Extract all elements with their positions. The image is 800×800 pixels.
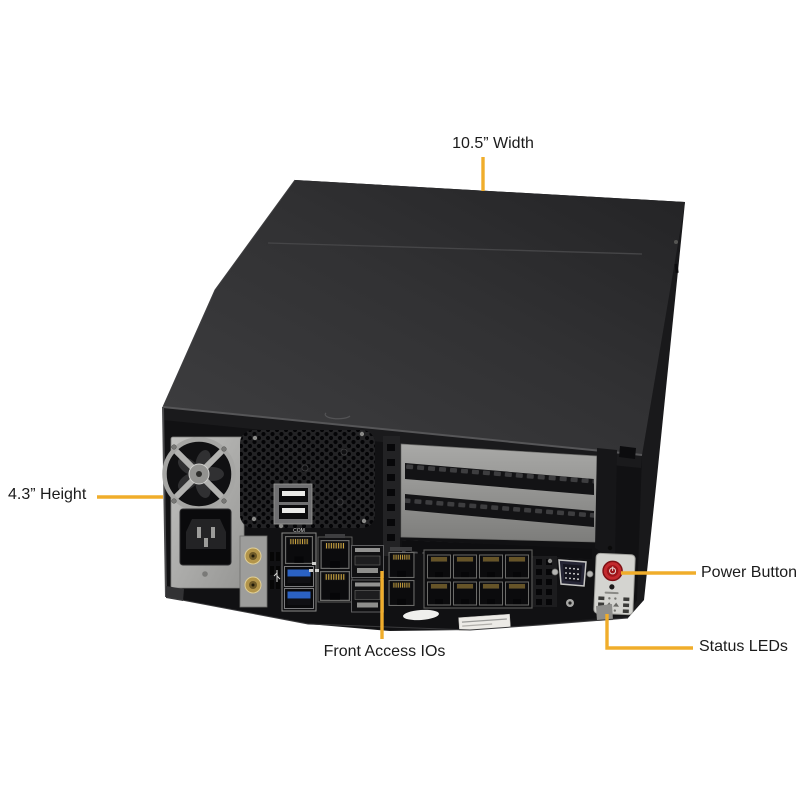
- height-callout-label: 4.3” Height: [8, 486, 87, 503]
- usb-icon: [273, 570, 281, 582]
- lan-port-3: [388, 552, 415, 578]
- com-port-label: COM: [293, 528, 305, 534]
- lan-port-2: [320, 571, 350, 601]
- lan-port-4: [388, 580, 415, 606]
- handle-cutout: [403, 609, 439, 621]
- chassis-foot-left: [166, 586, 184, 601]
- sfp-port-2: [351, 579, 384, 613]
- com-port: [284, 536, 314, 564]
- power-button-callout-label: Power Button: [701, 564, 798, 581]
- lan-port-block: [423, 549, 533, 609]
- bottom-edge-details: [165, 586, 629, 631]
- exhaust-fan: [162, 437, 236, 511]
- chassis-foot-right: [596, 604, 613, 621]
- status-leds-callout-label: Status LEDs: [699, 638, 788, 655]
- lan-port-1: [320, 540, 350, 569]
- width-callout-label: 10.5” Width: [452, 135, 534, 152]
- vga-port: [551, 559, 594, 607]
- expansion-slots: [400, 443, 617, 560]
- serial-sticker: [458, 613, 511, 631]
- power-button: [602, 560, 623, 582]
- ac-power-inlet: [179, 508, 232, 577]
- callout-lines: [97, 157, 696, 650]
- chassis-top-face: [162, 179, 685, 455]
- antenna-connectors: [239, 535, 268, 608]
- network-icon: [309, 562, 319, 572]
- lan-port-column-2: [388, 547, 415, 606]
- control-panel: [593, 552, 636, 616]
- psu-module: [162, 436, 245, 589]
- io-panel: COM: [239, 523, 636, 616]
- vent-bracket: [383, 436, 400, 556]
- sfp-port-1: [351, 545, 384, 578]
- vent-grid: [533, 556, 557, 607]
- usb2-ports: [273, 483, 313, 525]
- usb3-port-2: [284, 588, 314, 609]
- front-access-ios-callout-label: Front Access IOs: [323, 643, 446, 660]
- io-vent-slots: [270, 552, 280, 589]
- vent-grille: [240, 430, 375, 528]
- reset-button: [609, 584, 615, 590]
- status-callout-line: [605, 614, 693, 650]
